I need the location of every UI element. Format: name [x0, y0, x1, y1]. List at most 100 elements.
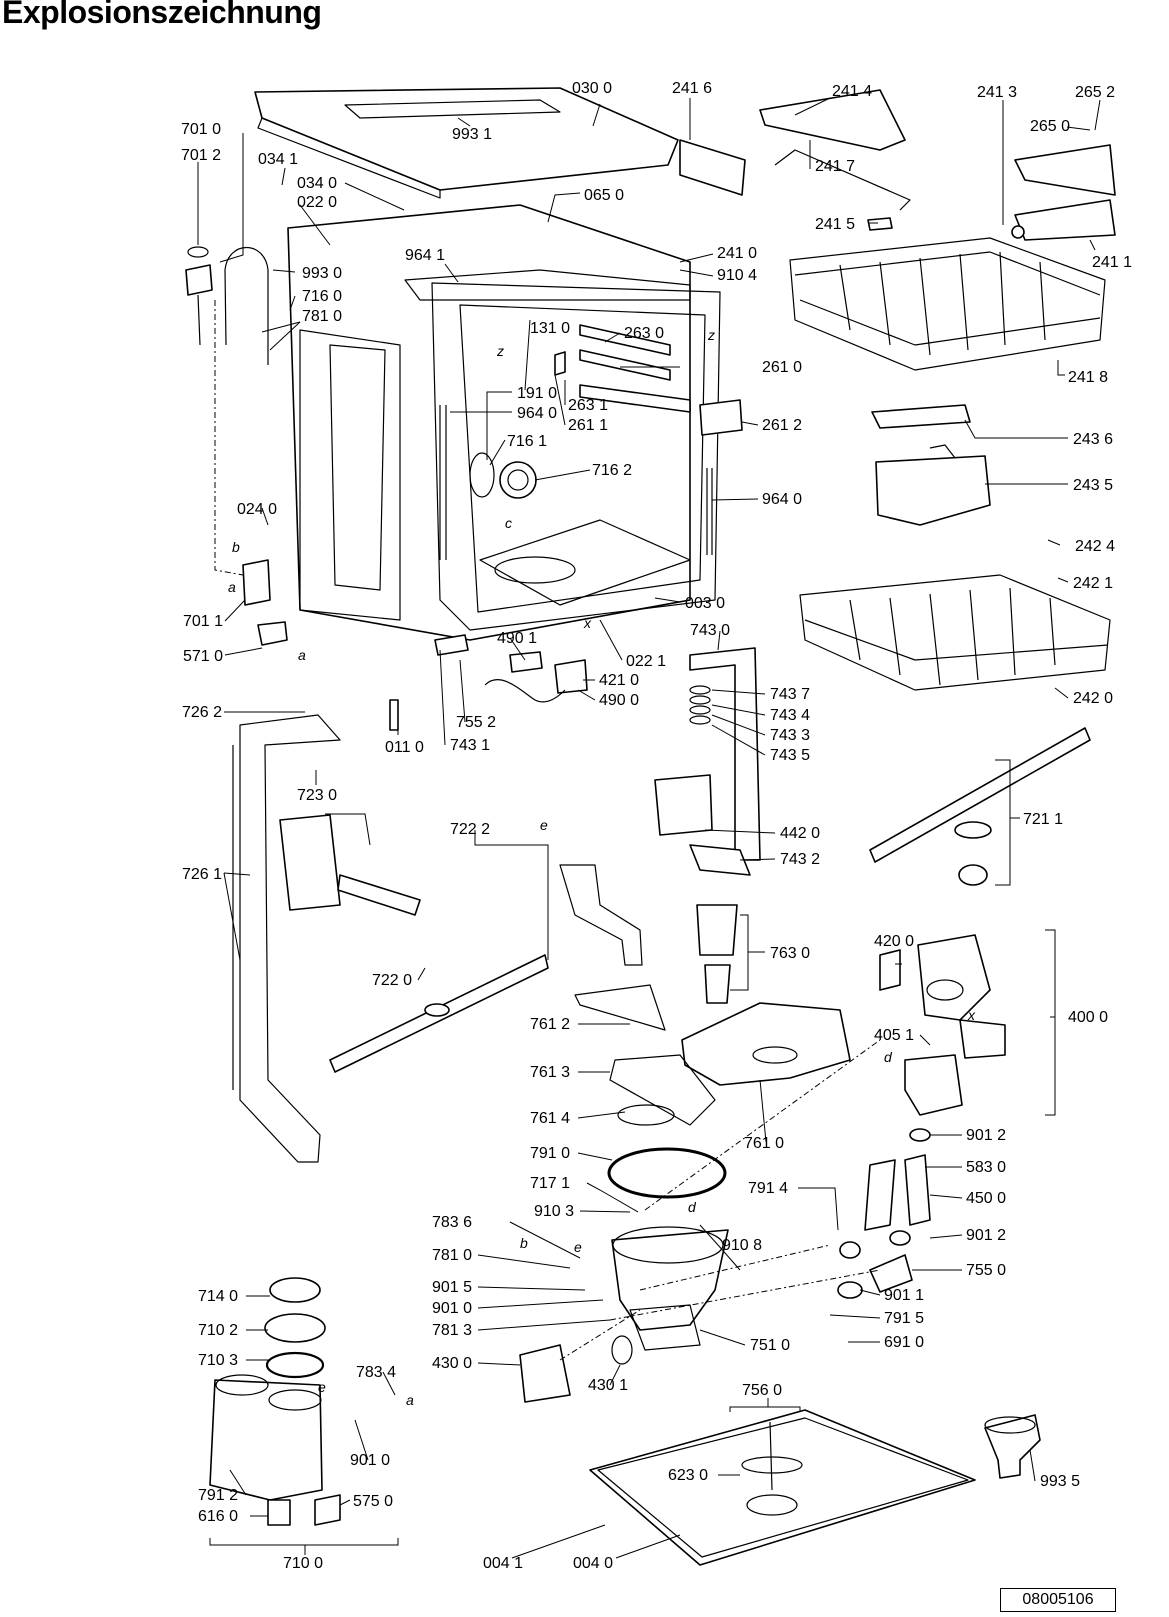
part-label: 442 0 [780, 825, 820, 842]
part-label: 003 0 [685, 595, 725, 612]
part-label: 755 2 [456, 714, 496, 731]
part-label: 781 0 [432, 1247, 472, 1264]
part-label: 726 2 [182, 704, 222, 721]
part-label: 261 1 [568, 417, 608, 434]
part-label: 030 0 [572, 80, 612, 97]
part-label: 490 0 [599, 692, 639, 709]
part-label: 721 1 [1023, 811, 1063, 828]
part-label: 791 2 [198, 1487, 238, 1504]
part-label: 722 2 [450, 821, 490, 838]
part-label: 241 6 [672, 80, 712, 97]
marker-letter: d [688, 1199, 697, 1215]
marker-letter: x [583, 615, 592, 631]
marker-letter: z [496, 343, 504, 359]
heater-drawing [837, 1128, 931, 1299]
part-label: 701 2 [181, 147, 221, 164]
upper-basket-drawing [789, 237, 1106, 371]
part-label: 265 2 [1075, 84, 1115, 101]
cutlery-basket-drawing [871, 404, 991, 526]
part-label: 783 4 [356, 1364, 396, 1381]
softener-drawing [209, 1277, 341, 1526]
part-label: 761 2 [530, 1016, 570, 1033]
part-label: 701 0 [181, 121, 221, 138]
part-label: 901 1 [884, 1287, 924, 1304]
part-label: 623 0 [668, 1467, 708, 1484]
part-label: 781 0 [302, 308, 342, 325]
marker-letter: b [520, 1235, 528, 1251]
part-label: 420 0 [874, 933, 914, 950]
part-label: 065 0 [584, 187, 624, 204]
part-label: 263 1 [568, 397, 608, 414]
part-label: 717 1 [530, 1175, 570, 1192]
letter-markers: z z c x b a a e d d b e e a x [228, 327, 976, 1408]
part-label: 191 0 [517, 385, 557, 402]
part-label: 400 0 [1068, 1009, 1108, 1026]
part-label: 616 0 [198, 1508, 238, 1525]
part-label: 781 3 [432, 1322, 472, 1339]
part-label: 743 3 [770, 727, 810, 744]
part-label: 910 8 [722, 1237, 762, 1254]
part-labels: 030 0 993 1 241 6 241 4 241 3 265 2 701 … [181, 80, 1132, 1572]
part-label: 241 3 [977, 84, 1017, 101]
part-label: 261 0 [762, 359, 802, 376]
part-drawings [185, 87, 1116, 1566]
document-number: 08005106 [1000, 1588, 1116, 1612]
part-label: 490 1 [497, 630, 537, 647]
part-label: 743 5 [770, 747, 810, 764]
part-label: 265 0 [1030, 118, 1070, 135]
part-label: 241 8 [1068, 369, 1108, 386]
part-label: 004 0 [573, 1555, 613, 1572]
part-label: 716 2 [592, 462, 632, 479]
part-label: 901 2 [966, 1127, 1006, 1144]
marker-letter: a [298, 647, 306, 663]
connector-drawing [434, 634, 588, 703]
page-title: Explosionszeichnung [2, 0, 322, 30]
part-label: 241 1 [1092, 254, 1132, 271]
marker-letter: e [574, 1239, 582, 1255]
part-label: 743 4 [770, 707, 810, 724]
part-label: 993 1 [452, 126, 492, 143]
part-label: 004 1 [483, 1555, 523, 1572]
marker-letter: e [318, 1379, 326, 1395]
part-label: 421 0 [599, 672, 639, 689]
hinge-drawing [185, 246, 399, 731]
part-label: 243 6 [1073, 431, 1113, 448]
part-label: 743 2 [780, 851, 820, 868]
part-label: 743 7 [770, 686, 810, 703]
part-label: 901 2 [966, 1227, 1006, 1244]
pump-motor-drawing [879, 934, 1006, 1116]
upper-spray-arm-drawing [329, 954, 549, 1073]
marker-letter: a [228, 579, 236, 595]
part-label: 964 1 [405, 247, 445, 264]
side-rails-drawing [469, 324, 743, 499]
part-label: 761 0 [744, 1135, 784, 1152]
part-label: 910 4 [717, 267, 757, 284]
part-label: 450 0 [966, 1190, 1006, 1207]
part-label: 242 0 [1073, 690, 1113, 707]
part-label: 910 3 [534, 1203, 574, 1220]
part-label: 716 0 [302, 288, 342, 305]
marker-letter: d [884, 1049, 893, 1065]
tub-drawing [287, 204, 721, 641]
part-label: 755 0 [966, 1262, 1006, 1279]
part-label: 034 0 [297, 175, 337, 192]
part-label: 024 0 [237, 501, 277, 518]
part-label: 901 0 [350, 1452, 390, 1469]
part-label: 710 0 [283, 1555, 323, 1572]
part-label: 241 7 [815, 158, 855, 175]
part-label: 405 1 [874, 1027, 914, 1044]
part-label: 242 1 [1073, 575, 1113, 592]
part-label: 022 1 [626, 653, 666, 670]
base-frame-drawing [589, 1409, 976, 1566]
part-label: 901 0 [432, 1300, 472, 1317]
part-label: 761 3 [530, 1064, 570, 1081]
part-label: 022 0 [297, 194, 337, 211]
part-label: 726 1 [182, 866, 222, 883]
part-label: 751 0 [750, 1337, 790, 1354]
part-label: 430 1 [588, 1377, 628, 1394]
marker-letter: c [505, 515, 512, 531]
part-label: 791 0 [530, 1145, 570, 1162]
part-label: 901 5 [432, 1279, 472, 1296]
part-label: 241 0 [717, 245, 757, 262]
part-label: 783 6 [432, 1214, 472, 1231]
